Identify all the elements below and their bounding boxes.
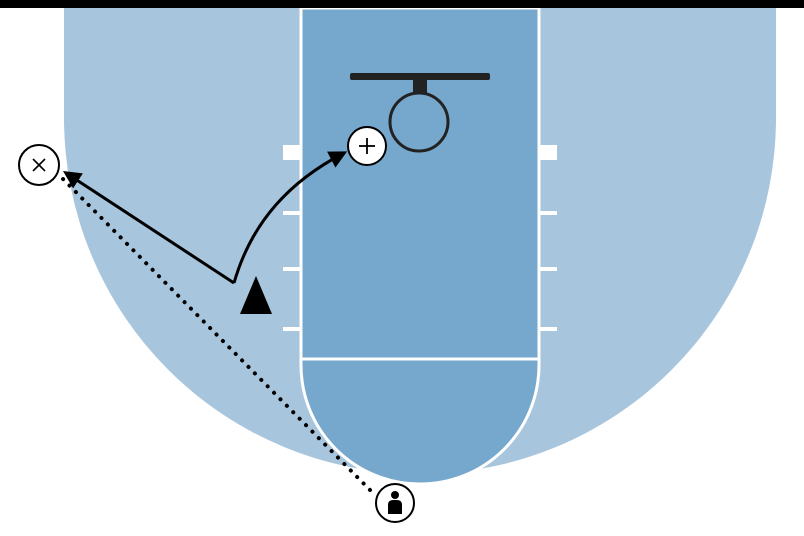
rim [388,91,450,153]
lane-block-right [540,145,557,160]
lane-hash-left [283,211,300,215]
backboard [350,73,490,80]
lane-block-left [283,145,300,160]
x-mark-icon [32,158,46,172]
player-cutter[interactable] [18,144,60,186]
basket [350,73,490,153]
person-icon [388,491,402,514]
free-throw-circle [299,357,541,486]
pass-path [60,176,372,492]
player-coach[interactable] [375,483,415,523]
lane-hash-right [540,267,557,271]
cone-icon[interactable] [240,276,272,314]
lane-hash-left [283,327,300,331]
baseline [0,0,804,8]
lane-hash-marks [283,145,557,331]
player-receiver[interactable] [347,126,387,166]
cut-path[interactable] [62,171,235,285]
plus-mark-icon [359,138,375,154]
lane-hash-right [540,211,557,215]
hoop-neck [413,80,427,93]
lane-hash-left [283,267,300,271]
paint-lane [299,6,541,361]
lane-hash-right [540,327,557,331]
cut-curve-path[interactable] [232,151,348,284]
